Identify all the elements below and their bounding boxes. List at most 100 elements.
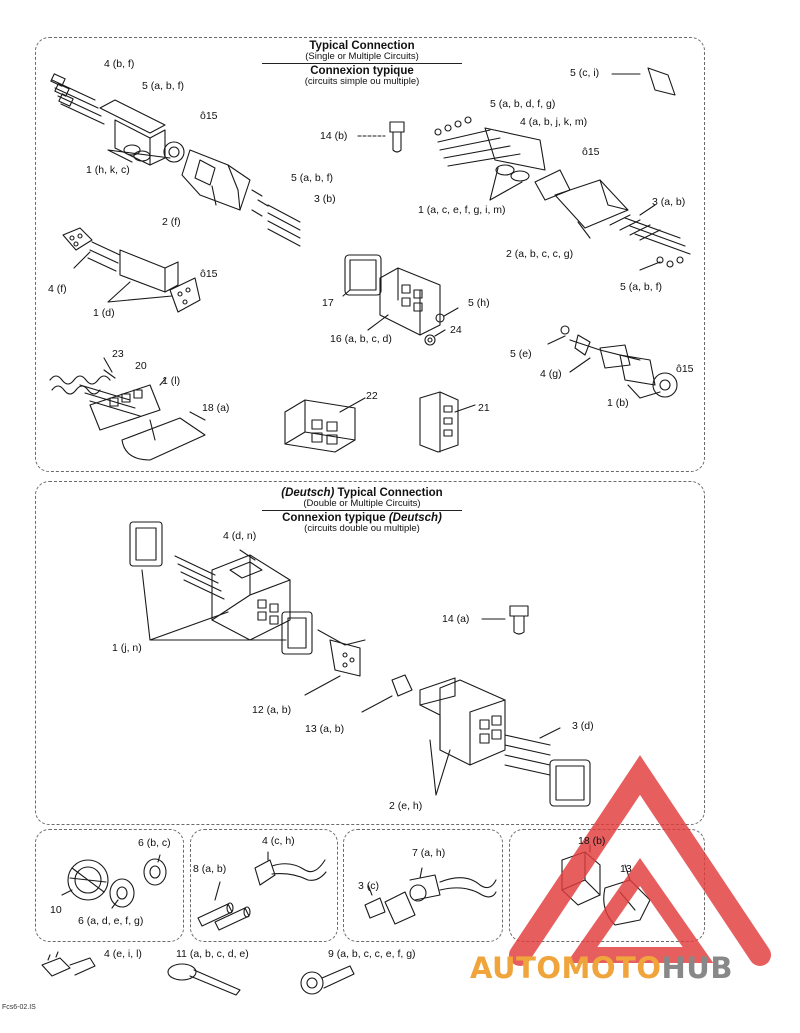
part-label: 18 (a) [202, 402, 230, 414]
watermark-part-moto: MOTO [561, 951, 662, 985]
part-label: 13 [620, 863, 632, 875]
part-label: 2 (f) [162, 216, 181, 228]
part-label: 4 (b, f) [104, 58, 135, 70]
part-label: 10 [50, 904, 62, 916]
part-label: 4 (e, i, l) [104, 948, 142, 960]
part-label: 14 (a) [442, 613, 470, 625]
part-label: 1 (d) [93, 307, 115, 319]
watermark-logo [509, 755, 771, 966]
small-parts-5h-24 [424, 307, 459, 346]
grommet-6 [109, 854, 167, 909]
part-label: 12 (a, b) [252, 704, 292, 716]
deutsch-receptacle [361, 674, 591, 807]
part-label: 13 (a, b) [305, 723, 345, 735]
part-label: 1 (a, c, e, f, g, i, m) [418, 204, 506, 216]
housing-16 [367, 267, 441, 336]
part-label: 5 (h) [468, 297, 490, 309]
panel-sensor [343, 829, 503, 942]
title-divider [262, 63, 462, 65]
part-label: 5 (c, i) [570, 67, 600, 79]
part-label: 23 [112, 348, 124, 360]
panel2-subtitle-fr: (circuits double ou multiple) [304, 523, 420, 535]
part-label: 17 [322, 297, 334, 309]
part-label: 20 [135, 360, 147, 372]
ring-terminal-9 [300, 965, 355, 995]
part-label: 2 (a, b, c, c, g) [506, 248, 574, 260]
part-label: 6 (a, d, e, f, g) [78, 915, 144, 927]
part-label: 8 (a, b) [193, 863, 227, 875]
part-label: ô15 [200, 268, 218, 280]
part-label: 3 (a, b) [652, 196, 686, 208]
sensor-7 [364, 867, 497, 925]
panel2-title-block: (Deutsch) Typical Connection (Double or … [262, 487, 462, 534]
part-label: 2 (e, h) [389, 800, 423, 812]
part-label: 9 (a, b, c, c, e, f, g) [328, 948, 416, 960]
plug-14a [481, 605, 529, 635]
panel2-title-fr: Connexion typique (Deutsch) [262, 512, 462, 524]
plug-14b [357, 121, 405, 153]
panel-splice [190, 829, 338, 942]
connector-assembly-4 [547, 325, 678, 399]
part-label: 4 (f) [48, 283, 67, 295]
part-label: 7 (a, h) [412, 847, 446, 859]
part-label: ô15 [582, 146, 600, 158]
watermark-text: AUTOMOTOHUB [470, 951, 733, 985]
connector-assembly-1 [50, 73, 301, 247]
part-label: 21 [478, 402, 490, 414]
part-label: 1 (l) [162, 375, 181, 387]
panel-deutsch-connection [35, 481, 705, 825]
part-label: 6 (b, c) [138, 837, 171, 849]
part-label: 22 [366, 390, 378, 402]
connector-assembly-3 [434, 116, 691, 271]
terminal-4eil [41, 951, 96, 977]
panel2-title-suffix: (Deutsch) [388, 512, 442, 525]
part-label: 16 (a, b, c, d) [330, 333, 392, 345]
seal-17 [342, 254, 382, 297]
part-label: 5 (e) [510, 348, 532, 360]
part-label: ô15 [676, 363, 694, 375]
part-label: 18 (b) [578, 835, 606, 847]
part-label: 3 (d) [572, 720, 594, 732]
part-label: 1 (j, n) [112, 642, 142, 654]
part-label: ô15 [200, 110, 218, 122]
panel1-subtitle-fr: (circuits simple ou multiple) [304, 76, 420, 88]
part-label: 4 (d, n) [223, 530, 257, 542]
panel-grommets [35, 829, 184, 942]
part-label: 5 (a, b, d, f, g) [490, 98, 556, 110]
part-label: 11 (a, b, c, d, e) [176, 948, 249, 960]
part-label: 14 (b) [320, 130, 348, 142]
deutsch-plug-housing [141, 549, 366, 696]
panel1-title-block: Typical Connection (Single or Multiple C… [262, 40, 462, 87]
watermark-part-hub: HUB [661, 951, 733, 985]
cable-tie-11 [167, 963, 241, 996]
deutsch-seal-top [129, 521, 163, 567]
grommet-10 [61, 859, 109, 901]
panel-typical-connection [35, 37, 705, 472]
splice-sleeves [197, 851, 327, 931]
panel1-title-en: Typical Connection [309, 40, 415, 52]
part-label: 4 (a, b, j, k, m) [520, 116, 588, 128]
part-label: 24 [450, 324, 462, 336]
panel2-title-en: (Deutsch) Typical Connection [262, 487, 462, 499]
panel1-subtitle-en: (Single or Multiple Circuits) [305, 51, 419, 63]
panel2-title-main: Typical Connection [334, 487, 443, 499]
panel2-title-prefix: (Deutsch) [281, 487, 335, 499]
figure-code: Fcs6-02.IS [2, 1004, 36, 1011]
housing-22 [284, 397, 366, 453]
panel2-subtitle-en: (Double or Multiple Circuits) [303, 498, 421, 510]
part-label: 3 (c) [358, 880, 379, 892]
plug-5ci [611, 67, 676, 96]
connector-assembly-2 [62, 227, 201, 313]
part-label: 4 (g) [540, 368, 562, 380]
part-label: 3 (b) [314, 193, 336, 205]
part-label: 5 (a, b, f) [291, 172, 334, 184]
housing-21 [419, 391, 476, 453]
panel1-title-fr: Connexion typique [310, 65, 414, 78]
title-divider [262, 510, 462, 512]
panel2-title-fr-main: Connexion typique [282, 512, 389, 525]
part-label: 1 (h, k, c) [86, 164, 130, 176]
watermark-part-auto: AUTO [470, 951, 562, 985]
part-label: 4 (c, h) [262, 835, 295, 847]
part-label: 5 (a, b, f) [142, 80, 185, 92]
